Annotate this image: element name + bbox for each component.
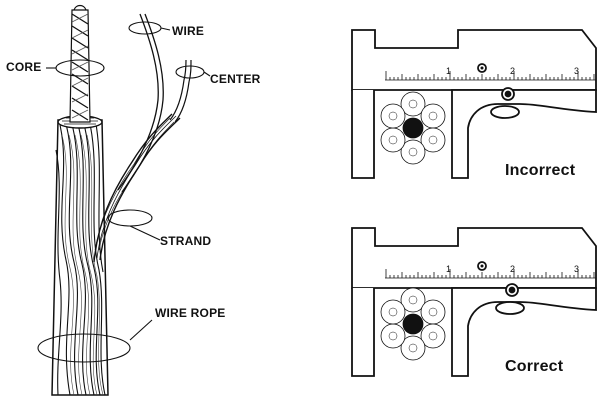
caption-correct: Correct (505, 358, 564, 375)
caliper-correct (351, 227, 597, 377)
rope-section-incorrect (380, 91, 446, 165)
scale-number: 1 (446, 264, 452, 274)
label-center: CENTER (210, 72, 261, 86)
wire-rope-body (51, 115, 109, 396)
scale-number: 2 (510, 264, 516, 274)
single-wire (117, 13, 164, 193)
caption-incorrect: Incorrect (505, 162, 576, 179)
rope-section-correct (380, 287, 446, 361)
label-wire: WIRE (172, 24, 205, 38)
scale-ticks-correct (385, 269, 595, 278)
center-wire (169, 59, 192, 123)
scale-number: 3 (574, 264, 580, 274)
scale-ticks-incorrect (385, 71, 595, 80)
caliper-incorrect (351, 29, 597, 179)
label-core: CORE (6, 60, 42, 74)
core-rope (69, 4, 91, 123)
label-wire-rope: WIRE ROPE (155, 306, 226, 320)
indicator-rings (37, 21, 211, 363)
label-strand: STRAND (160, 234, 212, 248)
scale-number: 1 (446, 66, 452, 76)
scale-number: 2 (510, 66, 516, 76)
scale-number: 3 (574, 66, 580, 76)
